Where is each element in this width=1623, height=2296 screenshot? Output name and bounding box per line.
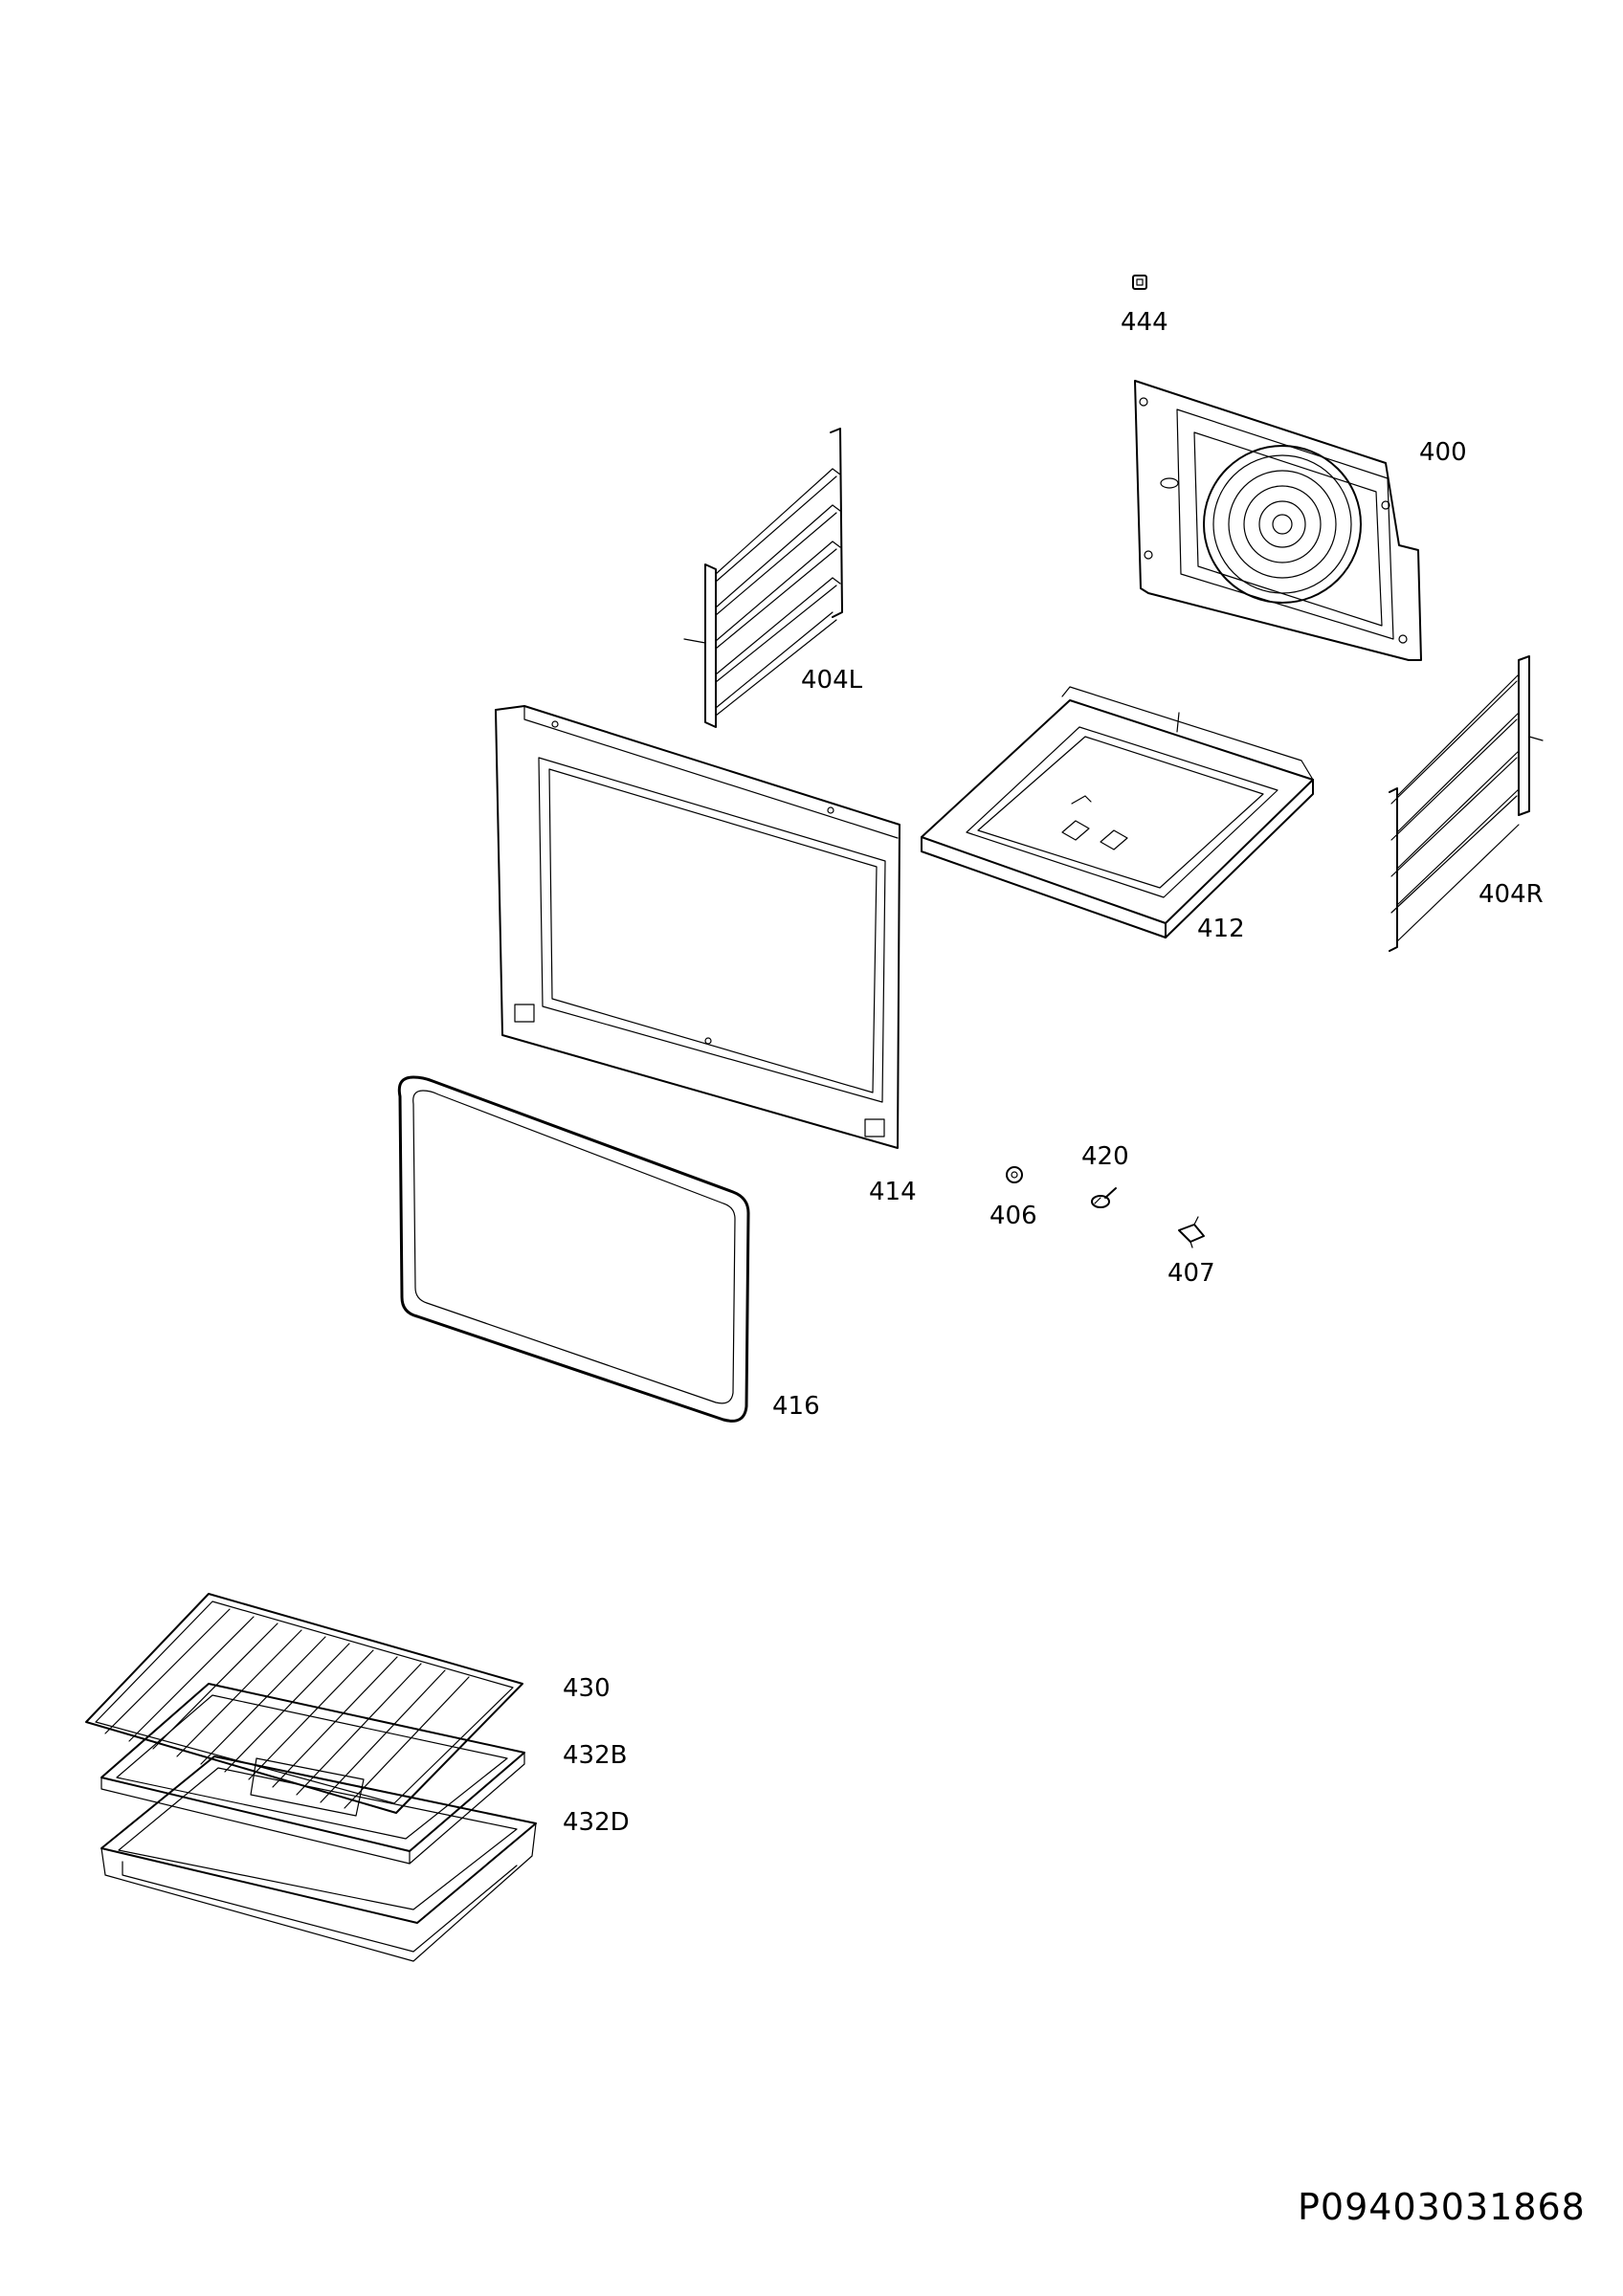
part-432D-deep-pan (100, 1755, 537, 1962)
label-400: 400 (1419, 438, 1467, 467)
part-416-door-seal (397, 1075, 750, 1423)
part-404L-left-runner (683, 428, 843, 728)
part-400-rear-panel (1134, 380, 1422, 661)
part-406-nut (1006, 1166, 1023, 1183)
label-430: 430 (563, 1674, 611, 1703)
label-414: 414 (869, 1178, 917, 1206)
part-430-wire-rack (85, 1593, 523, 1814)
label-432D: 432D (563, 1808, 630, 1837)
label-406: 406 (989, 1202, 1037, 1230)
label-412: 412 (1197, 915, 1245, 943)
label-404L: 404L (801, 666, 863, 695)
label-416: 416 (772, 1392, 820, 1421)
label-407: 407 (1167, 1259, 1215, 1288)
part-420-screw (1091, 1187, 1117, 1208)
part-404R-right-runner (1389, 655, 1544, 952)
part-407-clip (1178, 1216, 1205, 1248)
part-444-clip (1132, 275, 1147, 290)
part-412-base-frame (921, 686, 1314, 938)
label-404R: 404R (1478, 880, 1544, 909)
part-414-front-frame (495, 705, 900, 1149)
part-432B-baking-tray (100, 1683, 525, 1865)
label-444: 444 (1121, 308, 1168, 337)
label-432B: 432B (563, 1741, 628, 1770)
label-420: 420 (1081, 1142, 1129, 1171)
document-id: P09403031868 (1298, 2186, 1586, 2228)
